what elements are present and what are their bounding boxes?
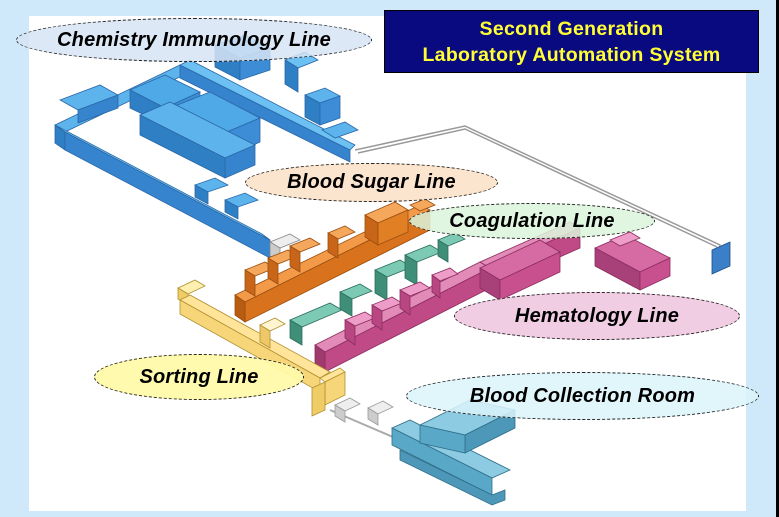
- tube-terminal: [711, 241, 731, 275]
- collection-conveyor: [329, 397, 401, 441]
- label-hematology-line: Hematology Line: [454, 292, 740, 340]
- label-blood-collection-room: Blood Collection Room: [406, 372, 759, 420]
- label-sorting-line: Sorting Line: [94, 354, 304, 400]
- blood-collection-equipment: [391, 399, 517, 506]
- frame-edge: [776, 0, 779, 517]
- label-coagulation-line: Coagulation Line: [409, 203, 655, 239]
- title-box: Second Generation Laboratory Automation …: [384, 10, 759, 73]
- coagulation-equipment: [289, 232, 466, 346]
- title-line-1: Second Generation: [479, 18, 664, 40]
- title-line-2: Laboratory Automation System: [422, 44, 721, 66]
- blood-sugar-equipment: [234, 198, 436, 323]
- label-chemistry-immunology-line: Chemistry Immunology Line: [16, 18, 372, 62]
- chemistry-immunology-equipment: [54, 34, 359, 259]
- label-blood-sugar-line: Blood Sugar Line: [245, 163, 498, 202]
